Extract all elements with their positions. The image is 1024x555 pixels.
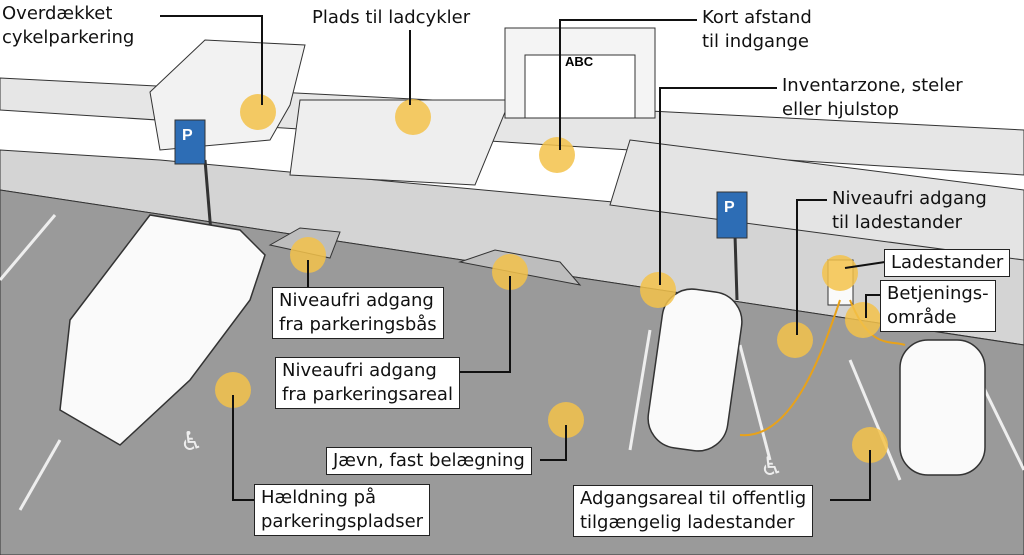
label-charger: Ladestander	[884, 249, 1011, 277]
label-level-access-bay: Niveaufri adgang fra parkeringsbås	[272, 287, 444, 339]
sidewalk	[0, 149, 1024, 346]
svg-text:P: P	[182, 127, 193, 144]
wheelchair-icon: ♿	[180, 427, 203, 457]
cargo-platform	[289, 99, 511, 186]
label-access-area: Adgangsareal til offentlig tilgængelig l…	[573, 485, 814, 537]
label-surface: Jævn, fast belægning	[326, 447, 532, 475]
wheelchair-icon: ♿	[760, 452, 783, 482]
label-cargo-bike-space: Plads til ladcykler	[312, 7, 471, 28]
parking-sign	[174, 119, 206, 165]
parking-sign	[716, 191, 748, 239]
van	[59, 214, 266, 446]
label-operating-area: Betjenings- område	[880, 280, 996, 332]
label-slope: Hældning på parkeringspladser	[254, 484, 431, 536]
building-sign: ABC	[565, 54, 594, 69]
car	[647, 288, 743, 452]
parking-lines	[0, 214, 1024, 511]
label-furniture-zone: Inventarzone, steler eller hjulstop	[782, 75, 963, 120]
highlight-markers	[215, 94, 888, 463]
label-level-access-area: Niveaufri adgang fra parkeringsareal	[275, 357, 460, 409]
label-covered-bike-parking: Overdækket cykelparkering	[2, 3, 135, 48]
label-level-access-charger: Niveaufri adgang til ladestander	[832, 188, 987, 233]
svg-text:P: P	[724, 199, 735, 216]
car	[899, 339, 986, 476]
leader-lines	[160, 15, 886, 501]
bike-shelter	[149, 39, 306, 151]
label-short-distance: Kort afstand til indgange	[702, 7, 812, 52]
